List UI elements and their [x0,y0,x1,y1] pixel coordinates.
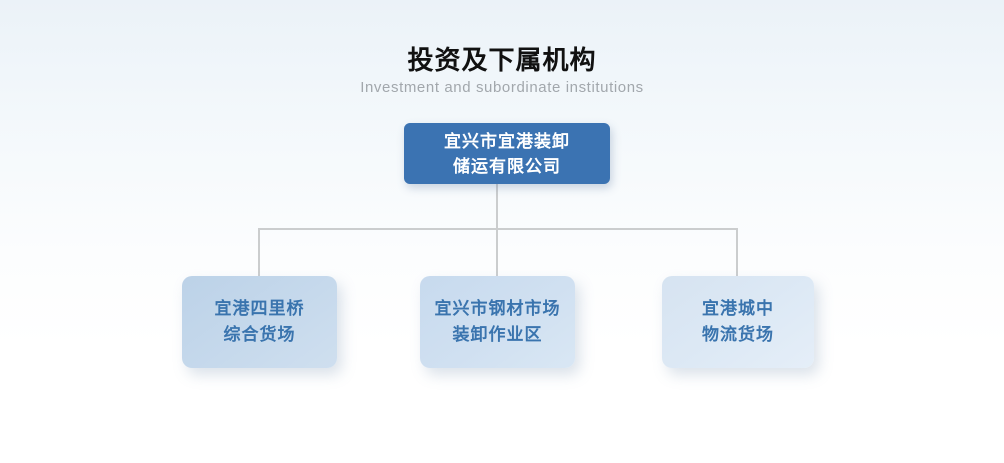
connector-horizontal [258,228,738,230]
org-node-root-line1: 宜兴市宜港装卸 [444,131,570,151]
org-node-child-2-line1: 宜兴市钢材市场 [434,299,561,318]
page-subtitle: Investment and subordinate institutions [360,79,644,96]
connector-drop-right [736,228,738,276]
org-node-root-line2: 储运有限公司 [453,156,561,176]
org-node-child-3: 宜港城中 物流货场 [662,276,814,368]
connector-drop-center [496,228,498,276]
org-node-child-2-line2: 装卸作业区 [452,325,543,344]
org-node-child-3-line2: 物流货场 [702,325,774,344]
org-node-child-1: 宜港四里桥 综合货场 [182,276,337,368]
page-title: 投资及下属机构 [407,45,597,75]
org-node-child-3-line1: 宜港城中 [702,299,774,318]
connector-drop-left [258,228,260,276]
org-node-child-1-line1: 宜港四里桥 [214,299,305,318]
connector-root-stem [496,184,498,229]
org-node-child-1-line2: 综合货场 [223,325,296,344]
chart-header: 投资及下属机构 Investment and subordinate insti… [0,46,1004,96]
org-node-child-2: 宜兴市钢材市场 装卸作业区 [420,276,575,368]
org-node-root: 宜兴市宜港装卸 储运有限公司 [404,123,610,184]
